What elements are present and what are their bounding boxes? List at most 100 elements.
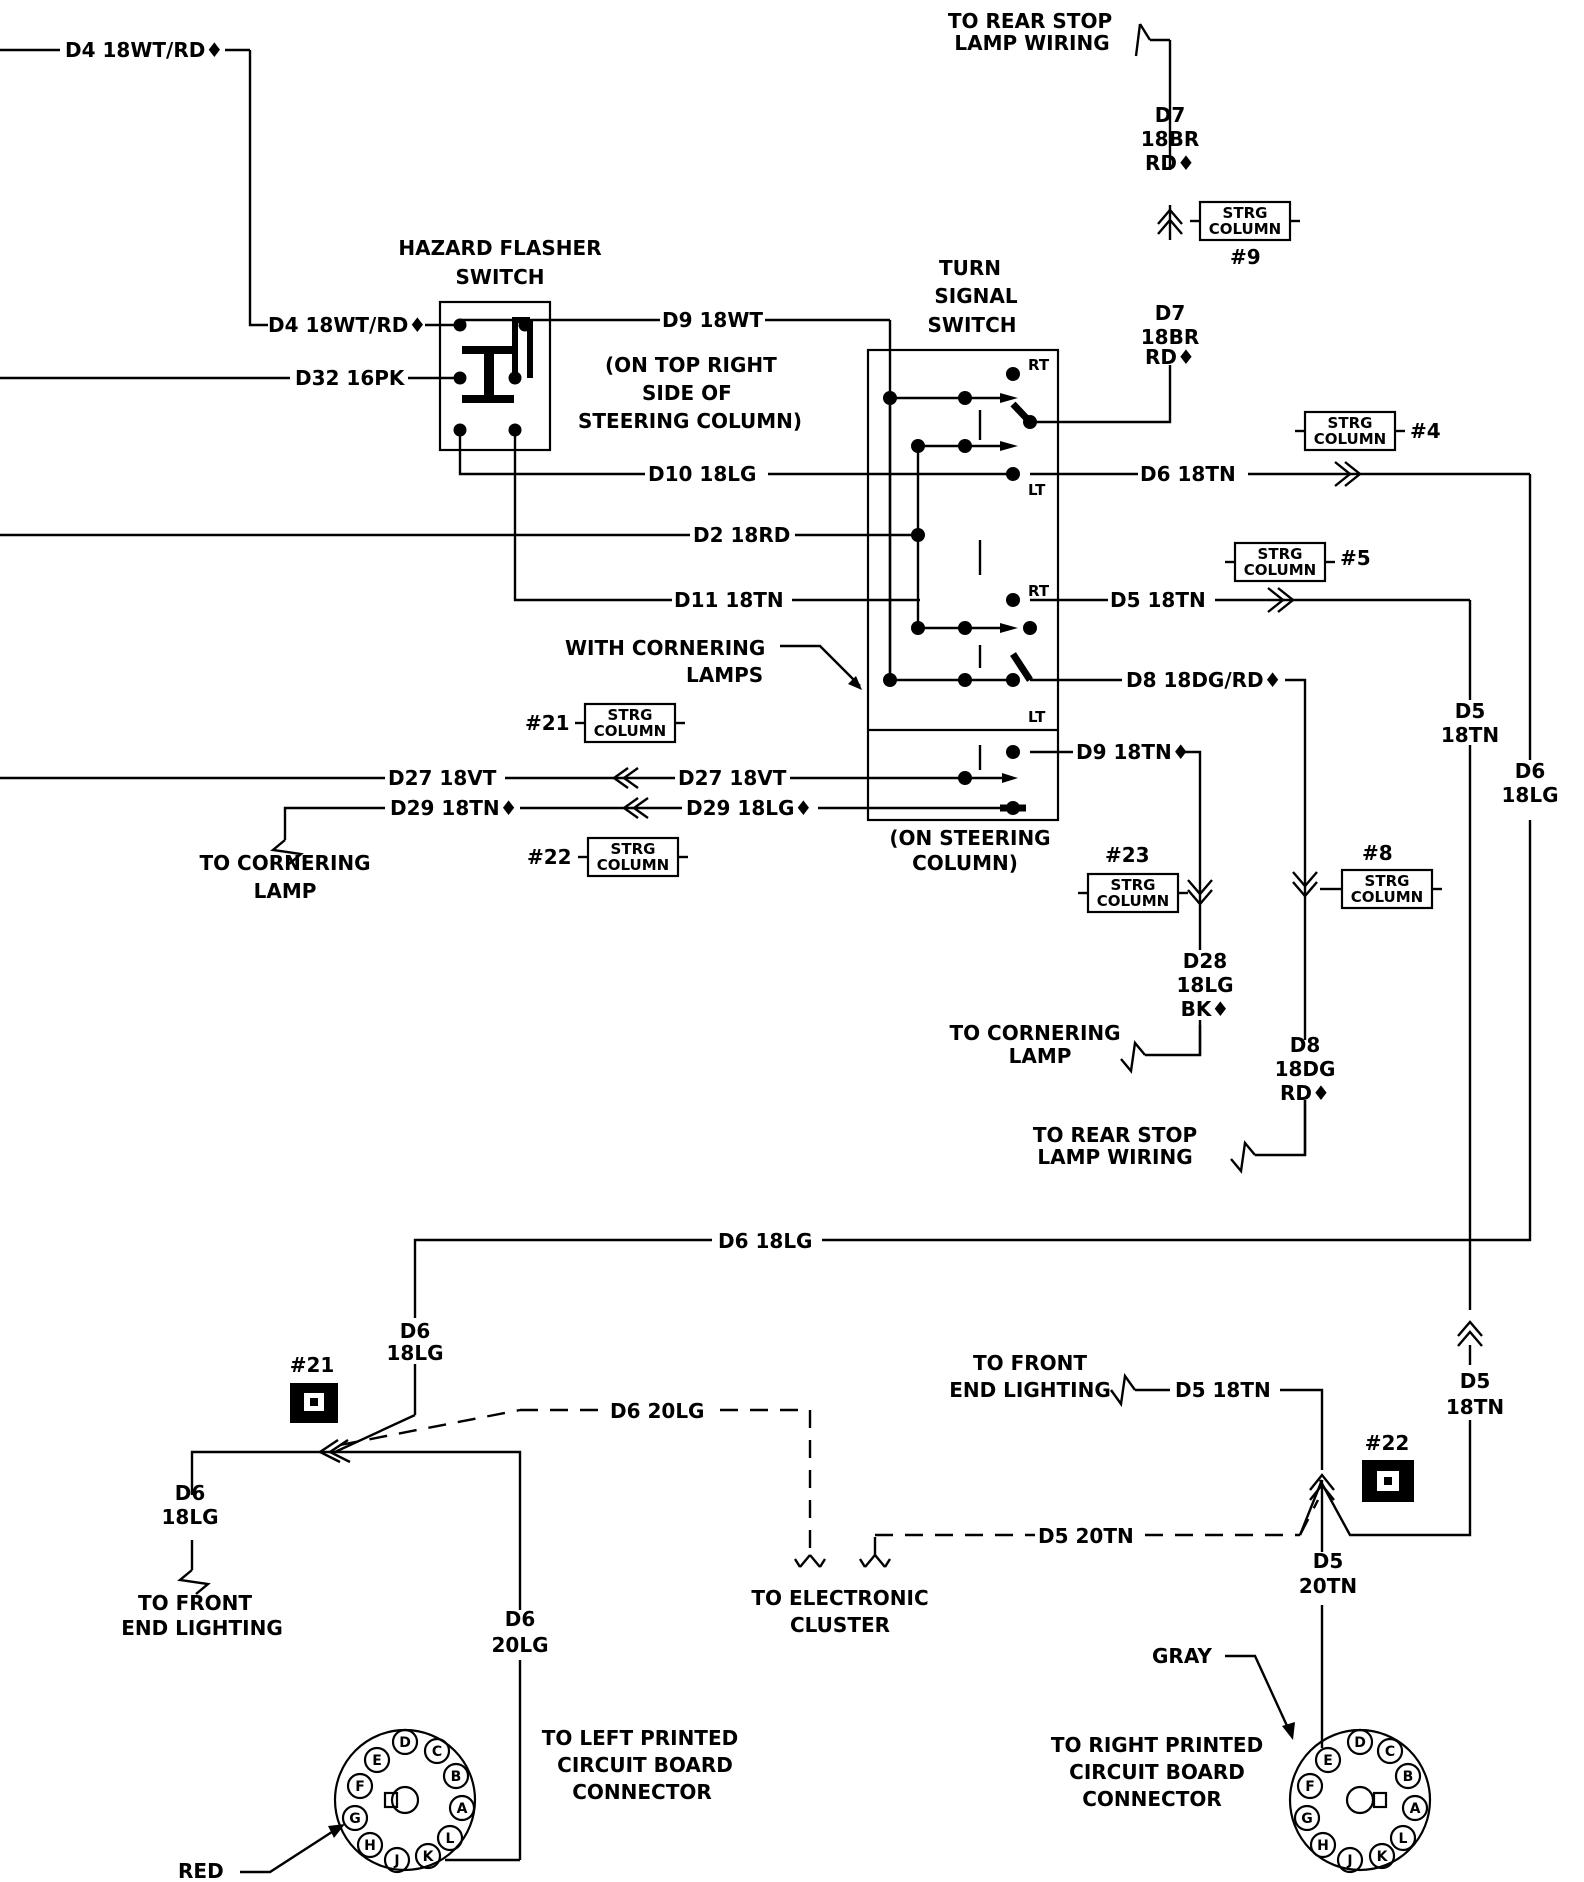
d5-20tn-1: D5 (1313, 1549, 1344, 1573)
wire-d2: D2 18RD (0, 523, 918, 547)
cornering-left-1: TO CORNERING (199, 851, 370, 875)
connector-strg-column-21: STRG COLUMN #21 (525, 702, 687, 744)
right-pin-d: D (1354, 1735, 1366, 1751)
label-d9-wt: D9 18WT (662, 308, 763, 332)
c4-column: COLUMN (1314, 430, 1386, 448)
hazard-switch-title-1: HAZARD FLASHER (398, 236, 601, 260)
dest-cornering-right: TO CORNERING LAMP (949, 1021, 1120, 1068)
label-d6-20lg-dash: D6 20LG (610, 1399, 704, 1423)
connector-strg-column-23: STRG COLUMN #23 (1076, 843, 1190, 914)
wire-d6-tn: D6 18TN (413, 461, 1532, 1370)
connector-22-bottom: #22 (1362, 1431, 1414, 1502)
label-d29-left: D29 18TN♦ (390, 796, 518, 820)
label-d4-top: D4 18WT/RD♦ (65, 38, 223, 62)
c22-bottom-number: #22 (1365, 1431, 1410, 1455)
front-end-right-1: TO FRONT (973, 1351, 1087, 1375)
cornering-note-2: LAMPS (686, 663, 763, 687)
wire-d5-20tn-dash: D5 20TN (793, 1499, 1320, 1568)
c4-number: #4 (1410, 419, 1441, 443)
rear-stop-top-2: LAMP WIRING (954, 31, 1109, 55)
right-pcb-2: CIRCUIT BOARD (1069, 1760, 1245, 1784)
label-d4-mid: D4 18WT/RD♦ (268, 313, 426, 337)
left-pcb-1: TO LEFT PRINTED (542, 1726, 738, 1750)
dest-left-pcb: TO LEFT PRINTED CIRCUIT BOARD CONNECTOR (542, 1726, 738, 1804)
dest-cornering-left: TO CORNERING LAMP (199, 851, 370, 903)
front-end-left-1: TO FRONT (138, 1591, 252, 1615)
label-d8-dgrd: D8 18DG/RD♦ (1126, 668, 1282, 692)
wire-d9-tn: D9 18TN♦ (1030, 740, 1213, 1074)
d6-left-low-label: D6 18LG (162, 1481, 219, 1529)
hazard-switch-title-2: SWITCH (456, 265, 545, 289)
c23-column: COLUMN (1097, 892, 1169, 910)
c21-column: COLUMN (594, 722, 666, 740)
label-d5-tn: D5 18TN (1110, 588, 1206, 612)
c9-number: #9 (1230, 245, 1261, 269)
c5-strg: STRG (1258, 545, 1303, 563)
left-pin-h: H (364, 1838, 376, 1854)
d6-right-1: D6 (1515, 759, 1546, 783)
electronic-cluster-2: CLUSTER (790, 1613, 890, 1637)
right-pcb-1: TO RIGHT PRINTED (1051, 1733, 1263, 1757)
label-d9-tn: D9 18TN♦ (1076, 740, 1190, 764)
d8-lower-2: 18DG (1275, 1057, 1336, 1081)
left-pin-g: G (349, 1811, 361, 1827)
d6-right-label: D6 18LG (1502, 759, 1559, 807)
label-d32: D32 16PK (295, 366, 406, 390)
wire-d8: D8 18DG/RD♦ (1030, 668, 1318, 1174)
d6-20lg-1: D6 (505, 1607, 536, 1631)
label-d5-18tn-front: D5 18TN (1175, 1378, 1271, 1402)
d28-label: D28 18LG BK♦ (1177, 949, 1234, 1021)
hazard-note-3: STEERING COLUMN) (578, 409, 802, 433)
wire-d5-tn: D5 18TN (1030, 587, 1483, 1537)
label-d11: D11 18TN (674, 588, 784, 612)
hazard-flasher-switch: HAZARD FLASHER SWITCH (398, 236, 602, 452)
rear-stop-low-2: LAMP WIRING (1037, 1145, 1192, 1169)
d7-lower-2: 18BR (1141, 325, 1199, 349)
turn-switch-title-2: SIGNAL (934, 284, 1017, 308)
lt-label-1: LT (1028, 481, 1046, 499)
cornering-lamps-note: WITH CORNERING LAMPS (565, 636, 862, 690)
left-pcb-connector: D C B A L K J H G F E (333, 1728, 477, 1874)
callout-red: RED (178, 1824, 345, 1882)
c23-number: #23 (1105, 843, 1150, 867)
c21-bottom-number: #21 (290, 1353, 335, 1377)
dest-rear-stop-top: TO REAR STOP LAMP WIRING (948, 9, 1112, 55)
turn-signal-switch: TURN SIGNAL SWITCH (866, 256, 1060, 875)
wire-d6-splice (177, 1370, 812, 1862)
right-pin-j: J (1346, 1853, 1352, 1869)
left-pin-d: D (399, 1735, 411, 1751)
label-d27-right: D27 18VT (678, 766, 787, 790)
right-pcb-connector: D C B A L K J H G F E (1288, 1728, 1432, 1874)
d28-3: BK♦ (1181, 997, 1230, 1021)
d5-20tn-label: D5 20TN (1299, 1549, 1357, 1598)
label-d6-tn: D6 18TN (1140, 462, 1236, 486)
c4-strg: STRG (1328, 414, 1373, 432)
red-label: RED (178, 1859, 224, 1882)
left-pin-c: C (432, 1744, 442, 1760)
d6-left-mid-label: D6 18LG (387, 1318, 444, 1365)
d7-upper-2: 18BR (1141, 127, 1199, 151)
wire-d11: D11 18TN (513, 430, 920, 612)
right-pin-a: A (1410, 1801, 1421, 1817)
turn-switch-title-3: SWITCH (928, 313, 1017, 337)
d6-left-low-1: D6 (175, 1481, 206, 1505)
gray-label: GRAY (1152, 1644, 1212, 1668)
d7-upper-3: RD♦ (1145, 151, 1195, 175)
left-pcb-3: CONNECTOR (572, 1780, 712, 1804)
right-pin-e: E (1323, 1753, 1333, 1769)
right-pin-f: F (1305, 1779, 1315, 1795)
wire-d29: D29 18TN♦ D29 18LG♦ (270, 796, 1012, 865)
front-end-right-2: END LIGHTING (949, 1378, 1111, 1402)
dest-front-end-right: TO FRONT END LIGHTING (949, 1351, 1111, 1402)
connector-strg-column-4: STRG COLUMN #4 (1293, 410, 1441, 452)
left-pin-l: L (446, 1831, 455, 1847)
c22-strg: STRG (611, 840, 656, 858)
c22-number: #22 (527, 845, 572, 869)
d28-2: 18LG (1177, 973, 1234, 997)
c5-column: COLUMN (1244, 561, 1316, 579)
left-pin-f: F (355, 1779, 365, 1795)
label-d2: D2 18RD (693, 523, 790, 547)
label-d27-left: D27 18VT (388, 766, 497, 790)
lt-label-2: LT (1028, 708, 1046, 726)
